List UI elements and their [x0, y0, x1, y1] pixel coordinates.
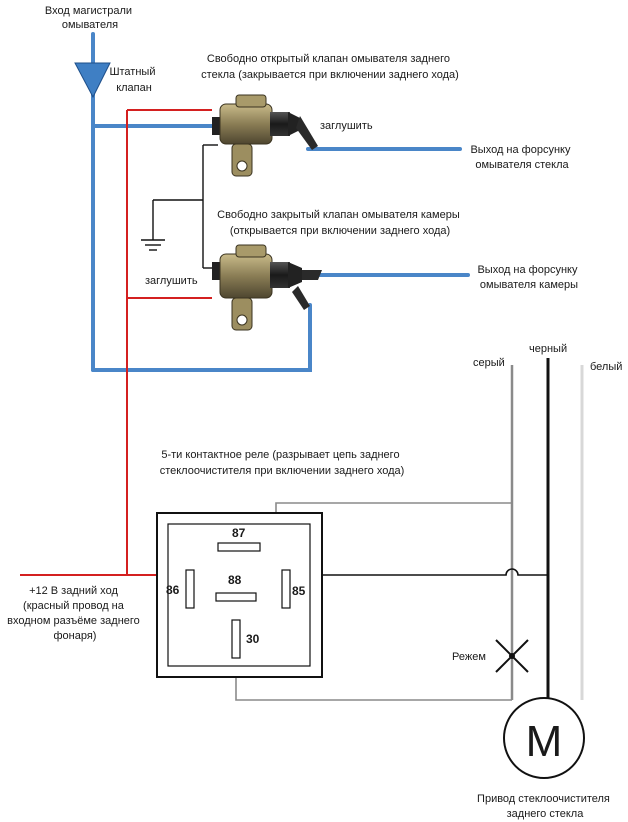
relay-icon	[156, 512, 323, 678]
relay-pin-85-label: 85	[292, 584, 306, 598]
bottom-return-line	[91, 303, 312, 372]
stock-valve-label: Штатный клапан	[109, 66, 158, 94]
ground-icon	[141, 239, 165, 251]
inlet-label: Вход магистрали омывателя	[45, 5, 135, 31]
wire-85-to-black	[290, 568, 548, 576]
ground-wiring	[152, 144, 218, 269]
relay-label: 5-ти контактное реле (разрывает цепь зад…	[160, 449, 405, 477]
car-wires	[510, 358, 584, 700]
motor-icon	[503, 697, 585, 779]
plug-label-top: заглушить	[320, 120, 373, 132]
relay-pin-85	[281, 569, 291, 609]
relay-pin-30-label: 30	[246, 632, 260, 646]
relay-pin-87-label: 87	[232, 526, 246, 540]
motor-label: Привод стеклоочистителя заднего стекла	[477, 793, 613, 820]
valve-top-label: Свободно открытый клапан омывателя задне…	[201, 53, 459, 81]
cut-label: Режем	[452, 651, 486, 663]
grey-wire-label: серый	[473, 357, 505, 369]
rear-outlet-label: Выход на форсунку омывателя стекла	[470, 144, 573, 171]
valve-normally-closed-icon	[212, 244, 322, 331]
relay-pin-30	[231, 619, 241, 659]
relay-pin-87	[217, 542, 261, 552]
stock-valve-icon	[74, 62, 111, 99]
power-label: +12 В задний ход (красный провод на вход…	[7, 585, 143, 642]
red-wires	[20, 109, 212, 576]
motor-symbol: M	[526, 717, 563, 766]
relay-pin-86-label: 86	[166, 583, 180, 597]
white-wire-label: белый	[590, 361, 622, 373]
valve-normally-open-icon	[212, 94, 318, 177]
valve-bottom-label: Свободно закрытый клапан омывателя камер…	[217, 209, 463, 237]
plug-label-bottom: заглушить	[145, 275, 198, 287]
black-wire-label: черный	[529, 343, 567, 355]
relay-pin-88	[215, 592, 257, 602]
relay-pin-88-label: 88	[228, 573, 242, 587]
relay-pin-86	[185, 569, 195, 609]
camera-outlet-label: Выход на форсунку омывателя камеры	[477, 264, 580, 291]
